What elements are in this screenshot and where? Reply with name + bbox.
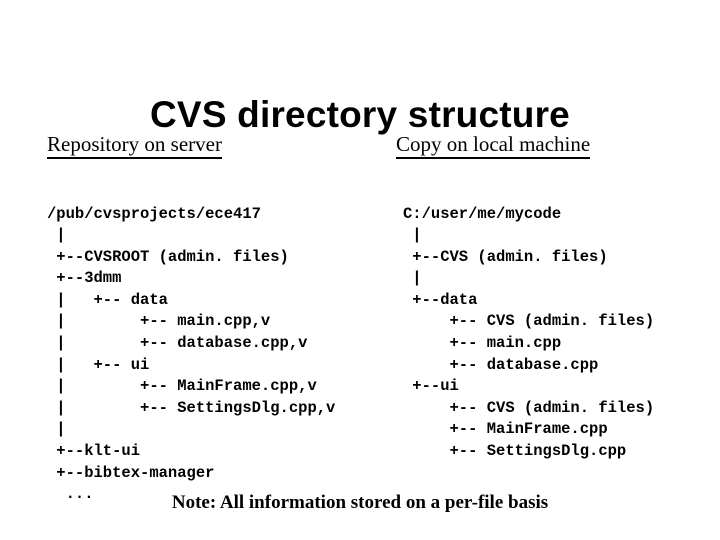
right-column-heading: Copy on local machine — [396, 132, 591, 159]
repository-tree-right-line: +--CVS (admin. files) — [403, 247, 608, 266]
repository-tree-left-line: +--3dmm — [47, 269, 122, 288]
repository-tree-right-line: | — [403, 269, 422, 288]
repository-tree-right-line: | — [403, 226, 422, 245]
repository-tree-left-line: ... — [47, 485, 94, 504]
repository-tree-right-line: +-- main.cpp — [403, 334, 562, 353]
repository-tree-right-line: +--ui — [403, 377, 459, 396]
repository-tree-left-line: +--CVSROOT (admin. files) — [47, 247, 289, 266]
repository-tree-right-line: +-- CVS (admin. files) — [403, 312, 655, 331]
repository-tree-left-line: /pub/cvsprojects/ece417 — [47, 204, 261, 223]
repository-tree-left-line: | +-- MainFrame.cpp,v — [47, 377, 317, 396]
repository-tree-left-line: | +-- SettingsDlg.cpp,v — [47, 398, 336, 417]
repository-tree-left-line: | +-- main.cpp,v — [47, 312, 271, 331]
repository-tree-right-line: +-- MainFrame.cpp — [403, 420, 608, 439]
repository-tree-left-line: | +-- data — [47, 290, 168, 309]
repository-tree-left-line: | +-- database.cpp,v — [47, 334, 308, 353]
repository-tree-left-line: +--klt-ui — [47, 442, 141, 461]
repository-tree-left-line: | +-- ui — [47, 355, 150, 374]
left-column-heading: Repository on server — [47, 132, 222, 159]
repository-tree-left-line: +--bibtex-manager — [47, 463, 215, 482]
repository-tree-right: C:/user/me/mycode | +--CVS (admin. files… — [403, 204, 654, 463]
repository-tree-right-line: +-- database.cpp — [403, 355, 599, 374]
repository-tree-right-line: +-- SettingsDlg.cpp — [403, 442, 627, 461]
repository-tree-left-line: | — [47, 420, 66, 439]
repository-tree-right-line: C:/user/me/mycode — [403, 204, 562, 223]
page-title: CVS directory structure — [150, 93, 570, 135]
footer-note: Note: All information stored on a per-fi… — [171, 492, 549, 513]
repository-tree-left-line: | — [47, 226, 66, 245]
repository-tree-left: /pub/cvsprojects/ece417 | +--CVSROOT (ad… — [47, 204, 335, 506]
repository-tree-right-line: +-- CVS (admin. files) — [403, 398, 655, 417]
repository-tree-right-line: +--data — [403, 290, 478, 309]
